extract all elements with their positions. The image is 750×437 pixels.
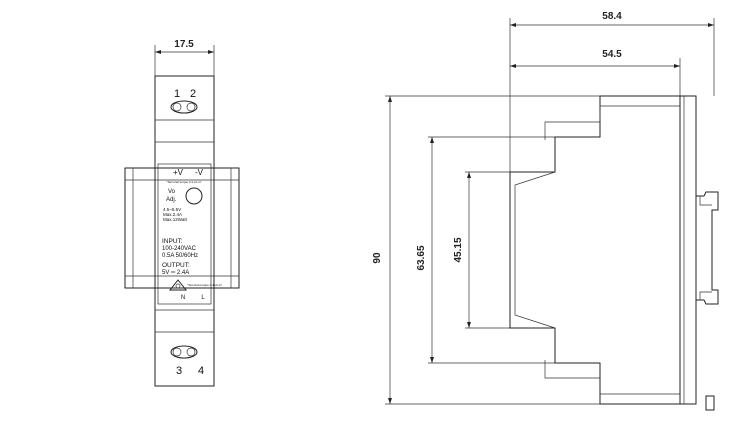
polarity-plus-label: +V [173,168,184,177]
depth-body-dimension: 54.5 [510,49,681,96]
front-width-label: 17.5 [174,39,194,50]
polarity-minus-label: -V [195,168,204,177]
safety-logo-icon [168,279,188,291]
height-mid-dimension: 45.15 [453,171,510,329]
ac-n-label: N [181,295,185,301]
side-view: 58.4 54.5 90 63.65 [372,11,719,411]
spec-line-2: Max.2.4A [163,212,182,217]
label-plate [157,163,212,305]
front-width-dimension: 17.5 [154,39,215,76]
side-housing-profile [509,95,680,405]
height-inner-label: 63.65 [416,245,427,270]
height-mid-label: 45.15 [453,237,464,262]
din-clip [695,186,719,305]
input-line-2: 0.5A 50/60Hz [162,253,198,259]
rear-plate [679,95,697,405]
output-title: OUTPUT: [162,262,190,269]
top-terminals: 1 2 [170,88,198,114]
terminal-4-label: 4 [198,365,204,377]
bottom-terminals: 3 4 [170,345,204,377]
spec-line-3: Max.12Watt [163,217,188,222]
terminal-3-label: 3 [176,365,182,377]
spec-line-1: 4.5~5.5V [163,207,181,212]
terminal-1-label: 1 [174,88,180,100]
height-inner-dimension: 63.65 [416,136,555,364]
depth-body-label: 54.5 [602,49,622,60]
torque-top-label: "Terminal torque 4.4 Lb-in" [166,180,201,184]
input-line-1: 100-240VAC [162,246,197,252]
terminal-2-label: 2 [190,88,196,100]
depth-total-dimension: 58.4 [509,11,715,190]
din-rail [124,167,240,289]
front-housing [154,75,215,387]
depth-total-label: 58.4 [602,11,622,22]
input-title: INPUT: [162,238,183,245]
ac-l-label: L [201,295,205,301]
height-label: 90 [372,252,383,264]
vo-adj-label-2: Adj. [166,197,177,203]
vo-adjust-potentiometer-icon [185,187,203,205]
front-view: 17.5 1 2 +V -V "Terminal torque 4.4 Lb-i… [124,39,240,387]
vo-adj-label-1: Vo [168,189,176,195]
torque-bottom-label: "Terminal torque 4.4 Lb-in" [187,283,222,287]
output-line-1: 5V ═ 2.4A [162,270,189,276]
